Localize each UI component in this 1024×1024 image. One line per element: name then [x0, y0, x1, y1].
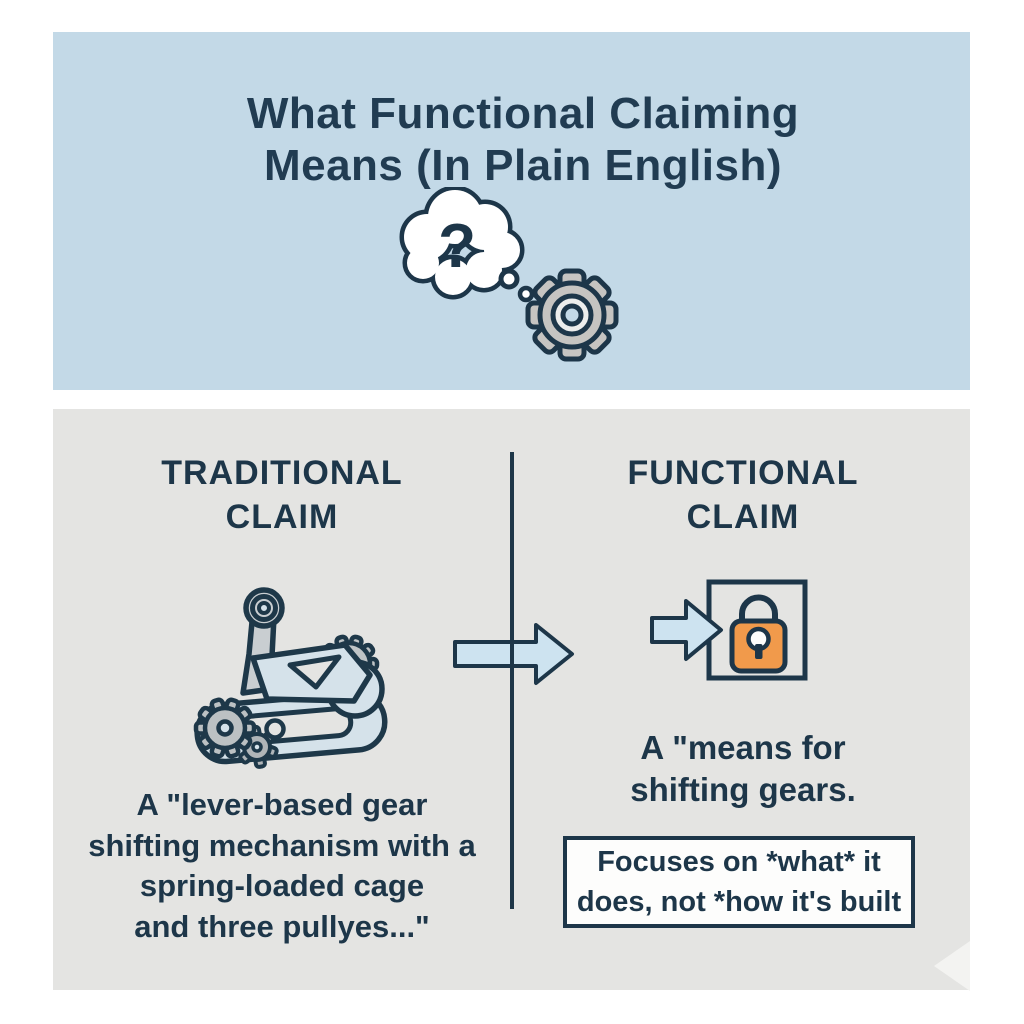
lock-icon: [729, 594, 788, 674]
page-title-line-2: Means (In Plain English): [263, 140, 783, 190]
description-line: shifting mechanism with a: [88, 827, 476, 863]
derailleur-plate-cutout: [287, 654, 342, 690]
page-curl-decoration: [934, 941, 970, 991]
functional-claim-description: A "means for shifting gears.: [513, 727, 973, 811]
lock-box-illustration: [650, 579, 808, 681]
traditional-claim-heading: TRADITIONAL CLAIM: [53, 452, 511, 539]
traditional-claim-description: A "lever-based gear shifting mechanism w…: [53, 785, 511, 947]
derailleur-icon: [193, 587, 388, 769]
traditional-heading-line-1: TRADITIONAL: [161, 454, 403, 492]
column-divider: [510, 452, 514, 909]
focus-callout-box: Focuses on *what* it does, not *how it's…: [563, 836, 915, 928]
callout-line: Focuses on *what* it: [597, 845, 881, 878]
functional-heading-line-1: FUNCTIONAL: [627, 454, 859, 492]
thought-bubble-and-gear-illustration: ?: [399, 187, 619, 362]
page-title: What Functional Claiming Means (In Plain…: [108, 88, 938, 192]
functional-claim-heading: FUNCTIONAL CLAIM: [513, 452, 973, 539]
functional-heading-line-2: CLAIM: [686, 497, 800, 536]
thought-trail-dot-small: [517, 285, 535, 303]
thought-trail-dot-large: [498, 268, 520, 290]
description-line: shifting gears.: [630, 771, 856, 809]
traditional-heading-line-2: CLAIM: [225, 497, 339, 536]
question-mark-glyph: ?: [438, 212, 476, 281]
arrow-into-box-icon: [650, 599, 723, 661]
callout-line: does, not *how it's built: [576, 886, 902, 918]
description-line: A "means for: [640, 729, 846, 766]
title-panel: What Functional Claiming Means (In Plain…: [53, 32, 970, 390]
gear-icon: [525, 268, 619, 362]
derailleur-pulley: [193, 697, 257, 759]
page-title-line-1: What Functional Claiming: [246, 89, 800, 138]
derailleur-cage-hole: [264, 718, 286, 740]
thought-bubble-icon: ?: [399, 187, 535, 303]
description-line: spring-loaded cage: [139, 868, 425, 904]
description-line: and three pullyes...": [134, 908, 430, 944]
description-line: A "lever-based gear: [136, 787, 428, 822]
comparison-arrow-icon: [453, 623, 574, 685]
derailleur-bolt: [243, 587, 285, 629]
